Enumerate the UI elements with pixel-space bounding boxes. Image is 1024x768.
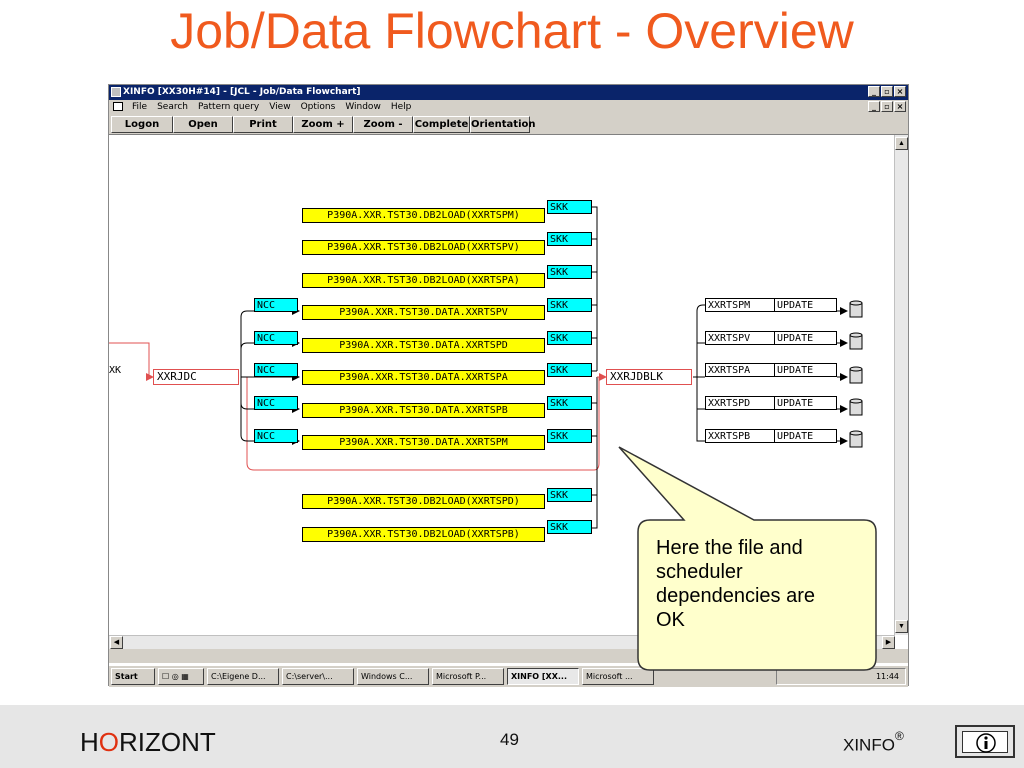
complete-button[interactable]: Complete — [413, 116, 470, 133]
job-node-xxrjdblk[interactable]: XXRJDBLK — [606, 369, 692, 385]
skk-tag: SKK — [547, 396, 592, 410]
logon-button[interactable]: Logon — [111, 116, 173, 133]
taskbar-item[interactable]: Microsoft P... — [432, 668, 504, 685]
ncc-tag: NCC — [254, 331, 298, 345]
dataset-node[interactable]: P390A.XXR.TST30.DATA.XXRTSPA — [302, 370, 545, 385]
open-button[interactable]: Open — [173, 116, 233, 133]
left-job-stub[interactable]: XK — [109, 365, 122, 376]
info-button[interactable] — [955, 725, 1015, 758]
dataset-node[interactable]: P390A.XXR.TST30.DATA.XXRTSPV — [302, 305, 545, 320]
dataset-node[interactable]: P390A.XXR.TST30.DATA.XXRTSPB — [302, 403, 545, 418]
dataset-node[interactable]: P390A.XXR.TST30.DB2LOAD(XXRTSPA) — [302, 273, 545, 288]
ncc-tag: NCC — [254, 396, 298, 410]
taskbar-item[interactable]: Microsoft ... — [582, 668, 654, 685]
close-button[interactable]: × — [894, 86, 906, 97]
table-name[interactable]: XXRTSPD — [705, 396, 775, 410]
skk-tag: SKK — [547, 520, 592, 534]
scroll-right-icon[interactable]: ▶ — [882, 636, 895, 649]
dataset-node[interactable]: P390A.XXR.TST30.DB2LOAD(XXRTSPB) — [302, 527, 545, 542]
product-name: XINFO® — [843, 729, 904, 755]
table-action: UPDATE — [774, 429, 837, 443]
page-number: 49 — [500, 730, 519, 749]
orientation-button[interactable]: Orientation — [470, 116, 536, 133]
taskbar-item[interactable]: C:\server\... — [282, 668, 354, 685]
doc-minimize-button[interactable]: _ — [868, 101, 880, 112]
table-name[interactable]: XXRTSPB — [705, 429, 775, 443]
slide-title: Job/Data Flowchart - Overview — [170, 3, 854, 59]
doc-restore-button[interactable]: ▫ — [881, 101, 893, 112]
table-name[interactable]: XXRTSPV — [705, 331, 775, 345]
scroll-left-icon[interactable]: ◀ — [110, 636, 123, 649]
menu-help[interactable]: Help — [390, 102, 412, 112]
dataset-node[interactable]: P390A.XXR.TST30.DATA.XXRTSPM — [302, 435, 545, 450]
menu-pattern-query[interactable]: Pattern query — [197, 102, 260, 112]
start-button[interactable]: Start — [111, 668, 155, 685]
skk-tag: SKK — [547, 200, 592, 214]
skk-tag: SKK — [547, 232, 592, 246]
dataset-node[interactable]: P390A.XXR.TST30.DATA.XXRTSPD — [302, 338, 545, 353]
table-action: UPDATE — [774, 363, 837, 377]
flowchart-connectors — [109, 206, 863, 529]
menu-search[interactable]: Search — [157, 102, 188, 112]
skk-tag: SKK — [547, 265, 592, 279]
table-action: UPDATE — [774, 396, 837, 410]
job-node-xxrjdc[interactable]: XXRJDC — [153, 369, 239, 385]
taskbar-item[interactable]: C:\Eigene D... — [207, 668, 279, 685]
taskbar-item-active[interactable]: XINFO [XX... — [507, 668, 579, 685]
quick-launch-icons[interactable]: ☐ ◎ ▦ — [158, 668, 204, 685]
table-name[interactable]: XXRTSPM — [705, 298, 775, 312]
dataset-node[interactable]: P390A.XXR.TST30.DB2LOAD(XXRTSPM) — [302, 208, 545, 223]
info-icon — [962, 731, 1008, 753]
minimize-button[interactable]: _ — [868, 86, 880, 97]
taskbar-item[interactable]: Windows C... — [357, 668, 429, 685]
restore-button[interactable]: ▫ — [881, 86, 893, 97]
ncc-tag: NCC — [254, 429, 298, 443]
window-title: XINFO [XX30H#14] - [JCL - Job/Data Flowc… — [123, 87, 361, 97]
skk-tag: SKK — [547, 488, 592, 502]
document-icon — [113, 102, 123, 111]
doc-close-button[interactable]: × — [894, 101, 906, 112]
dataset-node[interactable]: P390A.XXR.TST30.DB2LOAD(XXRTSPV) — [302, 240, 545, 255]
zoom-out-button[interactable]: Zoom - — [353, 116, 413, 133]
skk-tag: SKK — [547, 331, 592, 345]
skk-tag: SKK — [547, 298, 592, 312]
callout-text: Here the file and scheduler dependencies… — [656, 537, 816, 631]
skk-tag: SKK — [547, 363, 592, 377]
menu-file[interactable]: File — [132, 102, 148, 112]
scroll-down-icon[interactable]: ▼ — [895, 620, 908, 633]
ncc-tag: NCC — [254, 298, 298, 312]
menu-options[interactable]: Options — [300, 102, 336, 112]
ncc-tag: NCC — [254, 363, 298, 377]
table-action: UPDATE — [774, 331, 837, 345]
app-icon — [111, 87, 121, 97]
scroll-up-icon[interactable]: ▲ — [895, 137, 908, 150]
zoom-in-button[interactable]: Zoom + — [293, 116, 353, 133]
table-action: UPDATE — [774, 298, 837, 312]
toolbar: Logon Open Print Zoom + Zoom - Complete … — [109, 114, 908, 135]
table-name[interactable]: XXRTSPA — [705, 363, 775, 377]
menu-bar: File Search Pattern query View Options W… — [109, 100, 908, 114]
slide-footer: HORIZONT 49 XINFO® — [0, 705, 1024, 768]
print-button[interactable]: Print — [233, 116, 293, 133]
dataset-node[interactable]: P390A.XXR.TST30.DB2LOAD(XXRTSPD) — [302, 494, 545, 509]
skk-tag: SKK — [547, 429, 592, 443]
menu-view[interactable]: View — [269, 102, 291, 112]
brand-logo: HORIZONT — [80, 727, 216, 757]
window-titlebar[interactable]: XINFO [XX30H#14] - [JCL - Job/Data Flowc… — [109, 85, 908, 100]
callout-bubble — [618, 446, 877, 671]
vertical-scrollbar[interactable]: ▲ ▼ — [894, 135, 908, 635]
menu-window[interactable]: Window — [345, 102, 381, 112]
